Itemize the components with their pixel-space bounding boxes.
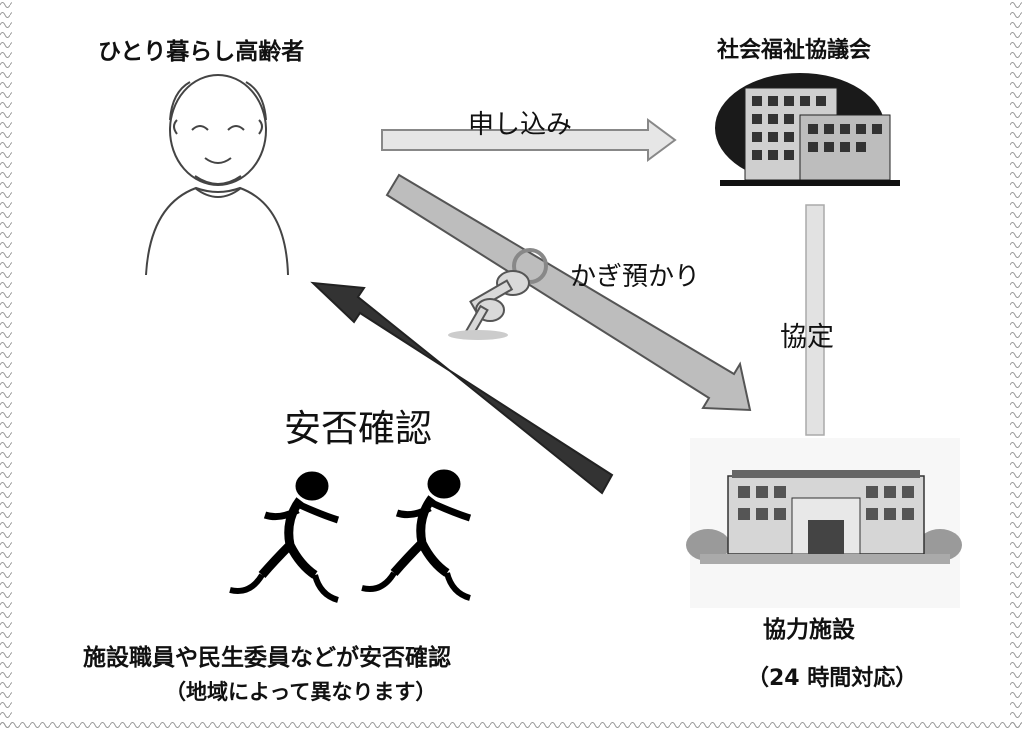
agreement-bar bbox=[805, 204, 825, 436]
agreement-label: 協定 bbox=[780, 322, 834, 353]
facility-building-icon bbox=[686, 438, 962, 608]
key-deposit-label: かぎ預かり bbox=[570, 262, 701, 292]
council-label: 社会福祉協議会 bbox=[717, 38, 872, 63]
region-note: （地域によって異なります） bbox=[165, 680, 437, 704]
apply-label: 申し込み bbox=[468, 110, 573, 140]
facility-hours-label: （24 時間対応） bbox=[747, 666, 918, 691]
staff-note: 施設職員や民生委員などが安否確認 bbox=[83, 645, 451, 671]
elderly-person-icon bbox=[145, 74, 289, 276]
facility-label: 協力施設 bbox=[763, 617, 855, 643]
safety-arrow bbox=[310, 281, 614, 495]
key-icon bbox=[448, 248, 548, 340]
running-people-icon bbox=[229, 469, 472, 603]
elder-label: ひとり暮らし高齢者 bbox=[98, 39, 305, 65]
office-building-icon bbox=[715, 73, 900, 186]
key-arrow bbox=[385, 173, 752, 412]
safety-check-label: 安否確認 bbox=[284, 407, 432, 450]
apply-arrow bbox=[381, 118, 677, 162]
